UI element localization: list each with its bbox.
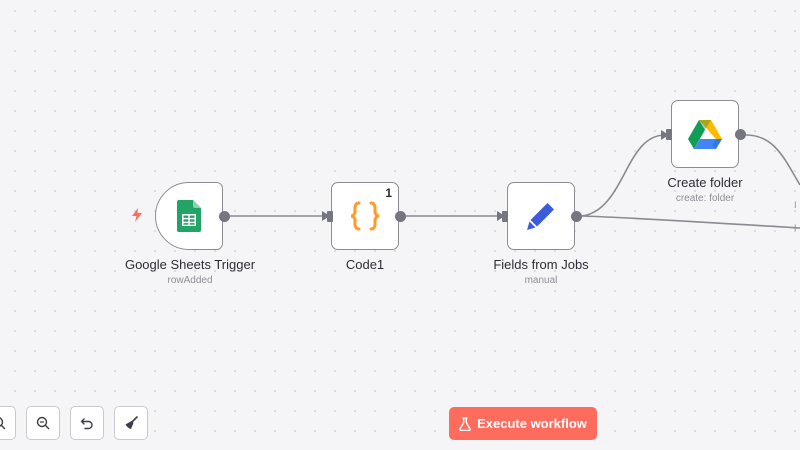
code-braces-icon [350, 201, 380, 231]
node-fields-from-jobs[interactable] [507, 182, 575, 250]
output-handle[interactable] [571, 211, 582, 222]
tidy-up-button[interactable] [114, 406, 148, 440]
edge-stub-label: I [794, 223, 797, 233]
broom-icon [125, 416, 138, 429]
arrow-into-code [322, 211, 330, 221]
execute-workflow-button[interactable]: Execute workflow [449, 407, 597, 440]
zoom-in-button[interactable] [0, 406, 16, 440]
node-title: Fields from Jobs [493, 257, 589, 272]
input-handle[interactable] [666, 129, 672, 140]
arrow-into-create-folder [661, 130, 669, 140]
trigger-bolt-icon [132, 208, 142, 222]
undo-button[interactable] [70, 406, 104, 440]
node-code1[interactable]: 1 [331, 182, 399, 250]
output-handle[interactable] [735, 129, 746, 140]
undo-icon [80, 418, 93, 430]
google-sheets-icon [177, 200, 201, 232]
connection-fields-to-create-folder[interactable] [581, 134, 666, 217]
zoom-out-icon [36, 416, 50, 430]
flask-icon [459, 416, 471, 431]
arrow-into-fields [497, 211, 505, 221]
zoom-in-icon [0, 417, 6, 430]
node-subtitle: create: folder [675, 193, 735, 204]
connection-create-folder-to-offscreen[interactable] [745, 134, 800, 186]
node-title: Code1 [345, 257, 385, 272]
node-google-sheets-trigger[interactable] [155, 182, 223, 250]
node-create-folder[interactable] [671, 100, 739, 168]
input-handle[interactable] [502, 211, 508, 222]
node-title: Google Sheets Trigger [124, 257, 256, 272]
run-count-badge: 1 [385, 186, 392, 200]
output-handle[interactable] [219, 211, 230, 222]
zoom-out-button[interactable] [26, 406, 60, 440]
output-handle[interactable] [395, 211, 406, 222]
node-subtitle: rowAdded [167, 275, 213, 286]
pencil-icon [527, 203, 554, 230]
input-handle[interactable] [327, 211, 333, 222]
execute-workflow-label: Execute workflow [477, 416, 587, 431]
edge-stub-label: I [794, 200, 797, 210]
node-subtitle: manual [524, 275, 558, 286]
google-drive-icon [688, 120, 722, 149]
node-title: Create folder [667, 175, 743, 190]
connection-fields-to-offscreen[interactable] [581, 215, 800, 229]
